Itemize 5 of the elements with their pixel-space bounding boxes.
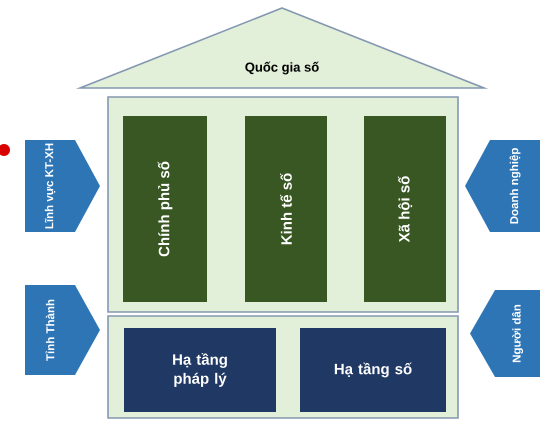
pillar-box: Xã hội số (364, 116, 446, 302)
foundation-box: Hạ tầng số (300, 328, 446, 412)
pillar-box: Kinh tế số (245, 116, 327, 302)
pillar-box: Chính phủ số (123, 116, 207, 302)
foundation-box: Hạ tầng pháp lý (124, 328, 276, 412)
